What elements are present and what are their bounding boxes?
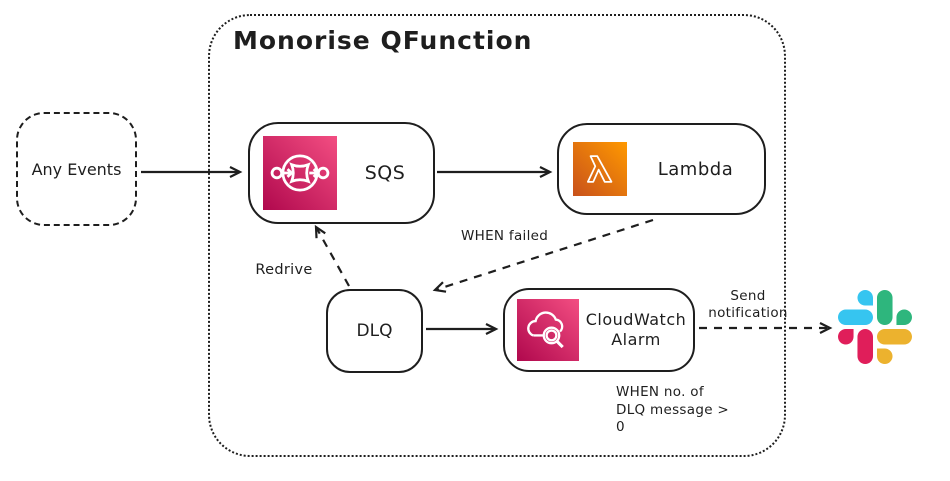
group-monorise-qfunction[interactable] <box>208 14 786 457</box>
edge-label-when-failed: WHEN failed <box>461 228 549 244</box>
cloudwatch-label: CloudWatch Alarm <box>585 310 687 349</box>
any-events-label: Any Events <box>31 159 122 179</box>
aws-cloudwatch-alarm-icon <box>517 299 579 361</box>
aws-sqs-icon <box>263 136 337 210</box>
edge-label-send-notification: Send notification <box>708 288 788 321</box>
node-any-events[interactable]: Any Events <box>16 112 137 226</box>
node-cloudwatch-alarm[interactable]: CloudWatch Alarm <box>503 288 695 372</box>
slack-logo-icon <box>838 290 912 364</box>
edge-label-redrive: Redrive <box>255 262 313 278</box>
node-lambda[interactable]: Lambda <box>557 123 766 215</box>
edge-label-alarm-condition: WHEN no. of DLQ message > 0 <box>616 384 730 435</box>
lambda-label: Lambda <box>657 158 734 180</box>
aws-lambda-icon <box>573 142 627 196</box>
node-slack[interactable] <box>838 288 912 366</box>
node-dlq[interactable]: DLQ <box>326 289 423 373</box>
sqs-label: SQS <box>364 162 406 184</box>
group-title: Monorise QFunction <box>233 26 533 55</box>
node-sqs[interactable]: SQS <box>248 122 435 224</box>
dlq-label: DLQ <box>356 321 393 341</box>
